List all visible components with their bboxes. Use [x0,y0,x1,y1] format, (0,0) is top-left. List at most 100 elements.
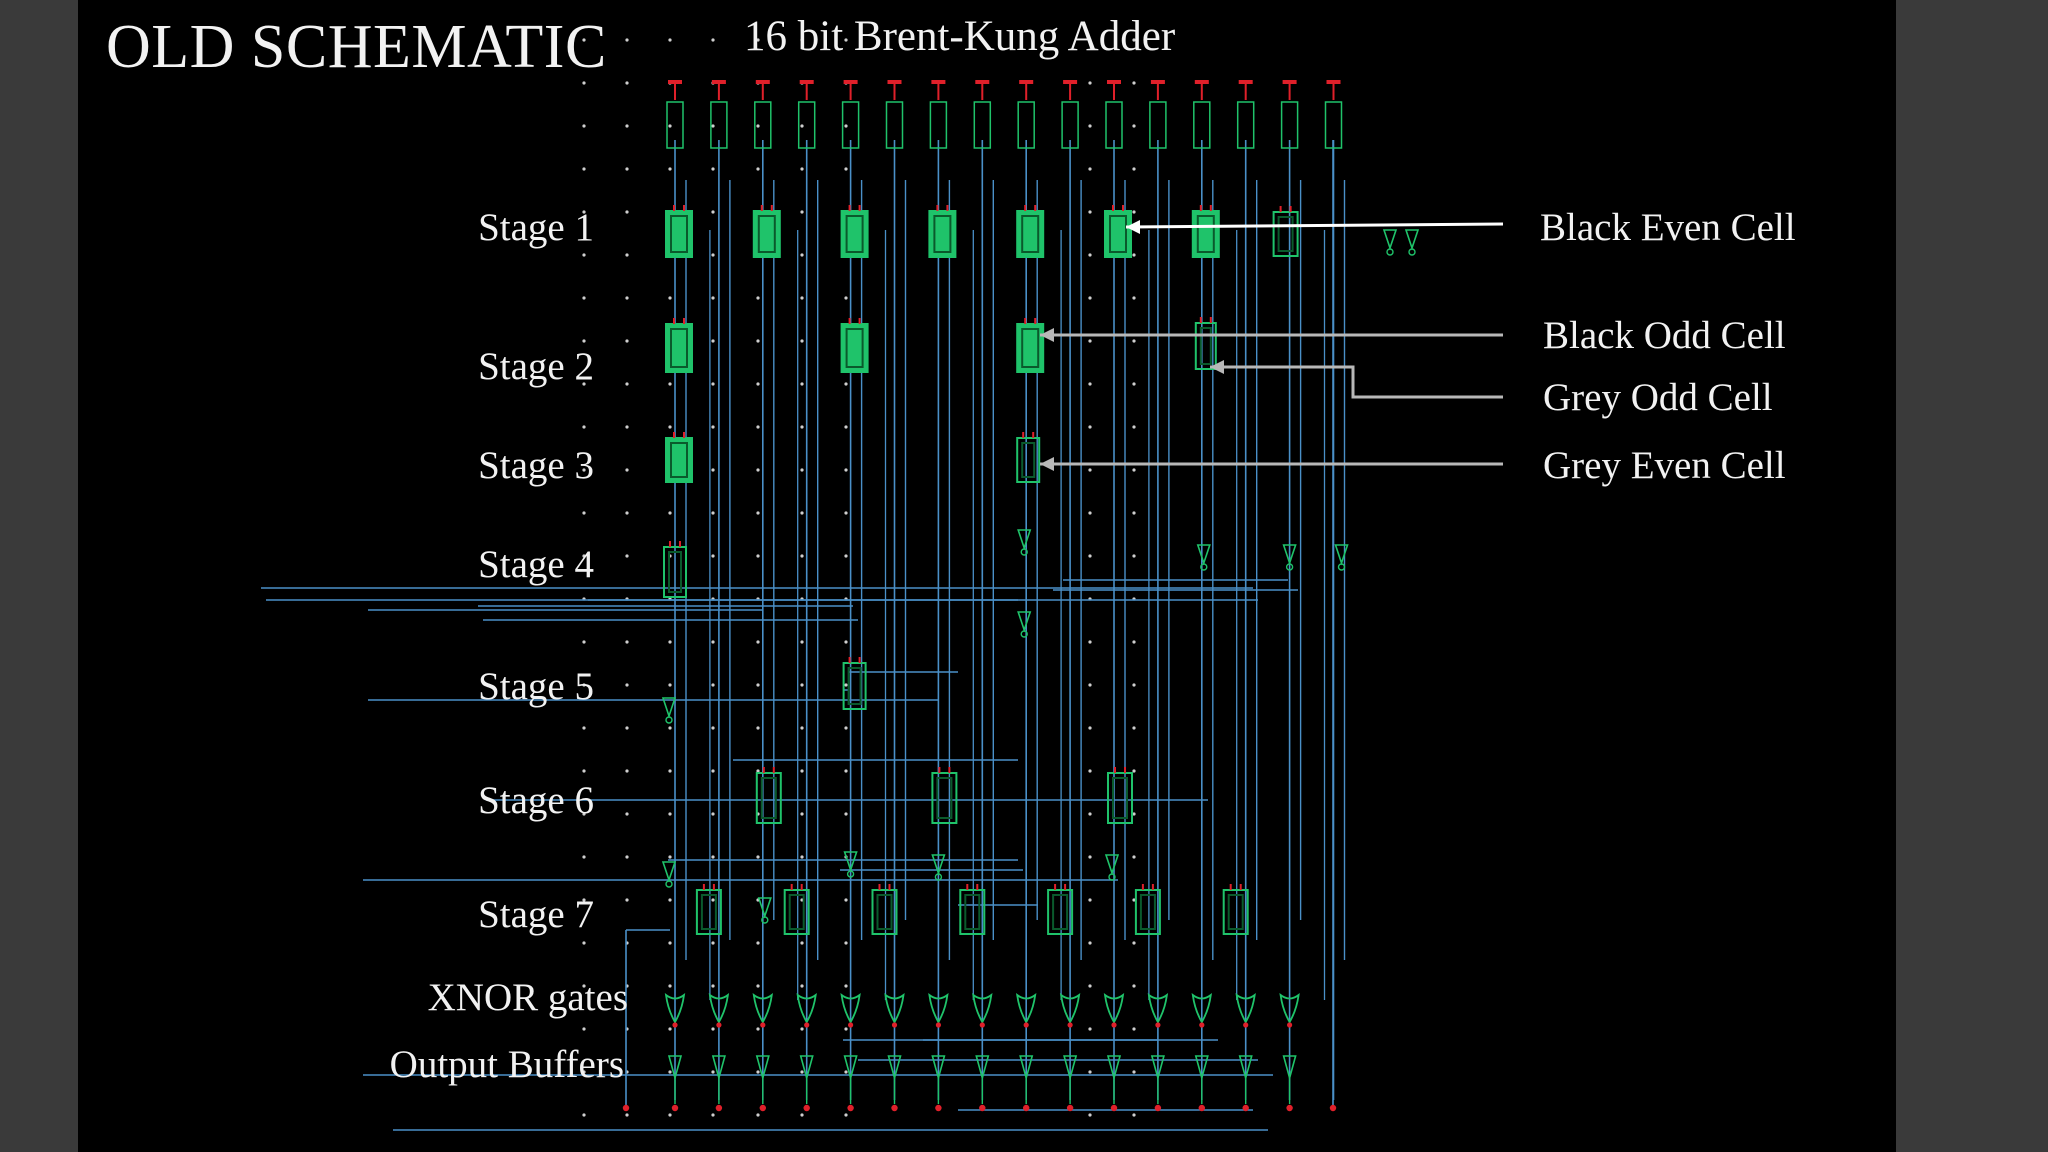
input-pin [975,80,990,84]
stage-2-cell-inner [1021,328,1040,368]
grid-dot [1088,1027,1092,1031]
grid-dot [844,511,848,515]
grid-dot [800,683,804,687]
grid-dot [800,253,804,257]
grid-dot [1088,124,1092,128]
xnor-gate-output [716,1022,722,1028]
stage-6-buffer [661,861,677,883]
grid-dot [800,1070,804,1074]
stage-4-buffer-bubble [1020,630,1028,638]
stage-4-cell-inner [668,551,682,593]
output-buffer [931,1055,946,1082]
grid-dot [800,1113,804,1117]
xnor-gate [1191,992,1212,1024]
grid-dot [668,167,672,171]
xnor-gate-output [1199,1022,1205,1028]
output-pin [1242,1104,1249,1112]
grid-dot [668,984,672,988]
grid-dot [582,640,586,644]
grid-dot [756,468,760,472]
stage-1-cell-inner [670,215,688,253]
grid-dot [844,554,848,558]
grid-dot [1132,1113,1136,1117]
stage-5-label: Stage 5 [478,665,594,708]
grid-dot [582,382,586,386]
grid-dot [625,898,629,902]
stage-7-buffer [757,897,772,919]
output-pin [1023,1104,1030,1112]
input-buffer [797,101,816,149]
grid-dot [800,296,804,300]
grid-dot [756,339,760,343]
stage-1-grey-cell [1272,211,1299,257]
output-pin [622,1104,630,1112]
grid-dot [1088,81,1092,85]
grid-dot [711,124,715,128]
stage-4-cell [663,546,687,598]
callout-grey-even-cell: Grey Even Cell [1543,444,1786,487]
grid-dot [582,898,586,902]
output-pin [1329,1104,1337,1112]
output-pin [803,1104,810,1112]
stage-4-buffer-bubble [1337,563,1346,571]
grid-dot [625,425,629,429]
grid-dot [800,167,804,171]
input-buffer [666,101,684,149]
grid-dot [756,296,760,300]
xnor-gate [796,992,817,1024]
input-pin [755,80,770,84]
stage-1-cell-inner [1109,215,1127,253]
grid-dot [668,511,672,515]
grid-dot [668,769,672,773]
grid-dot [756,124,760,128]
grid-dot [625,167,629,171]
output-buffer [1106,1055,1122,1082]
stage-6-cell [1107,772,1133,824]
grid-dot [711,296,715,300]
grid-dot [800,38,804,42]
xnor-gate-output [1111,1022,1117,1028]
stage-1-cell-inner [1196,215,1215,253]
grid-dot [844,38,848,42]
xnor-gate [1235,992,1256,1024]
grid-dot [582,726,586,730]
xnor-gate-output [1023,1022,1029,1028]
input-pin [1107,80,1121,84]
slide-subtitle: 16 bit Brent-Kung Adder [744,13,1176,60]
output-buffer [1194,1055,1209,1082]
grid-dot [582,769,586,773]
grid-dot [1132,253,1136,257]
output-buffer [887,1055,902,1082]
grid-dot [800,941,804,945]
grid-dot [711,382,715,386]
grid-dot [1088,1070,1092,1074]
slide: OLD SCHEMATIC 16 bit Brent-Kung Adder St… [78,0,1896,1152]
grid-dot [582,81,586,85]
xnor-gate-output [672,1022,678,1028]
grid-dot [582,468,586,472]
grid-dot [756,941,760,945]
grid-dot [1088,1113,1092,1117]
stage-7-cell [1047,889,1074,935]
output-buffer [843,1055,858,1082]
stage-6-buffer [843,851,858,873]
grid-dot [1132,382,1136,386]
stage-6-cell [755,772,782,824]
grid-dot [844,382,848,386]
grid-dot [1088,167,1092,171]
stage-2-grey-cell-inner [1199,327,1212,365]
stage-7-label: Stage 7 [478,893,594,936]
grid-dot [756,382,760,386]
stage-4-buffer-bubble [1200,563,1208,571]
output-buffer [975,1055,990,1082]
grid-dot [711,1070,715,1074]
input-pin [1019,80,1034,84]
stage-1-cell [928,210,957,258]
stage-7-cell-inner [1227,894,1244,930]
grid-dot [1132,640,1136,644]
grid-dot [844,769,848,773]
grid-dot [1132,167,1136,171]
input-buffer [1193,101,1211,149]
grid-dot [756,683,760,687]
grid-dot [844,468,848,472]
